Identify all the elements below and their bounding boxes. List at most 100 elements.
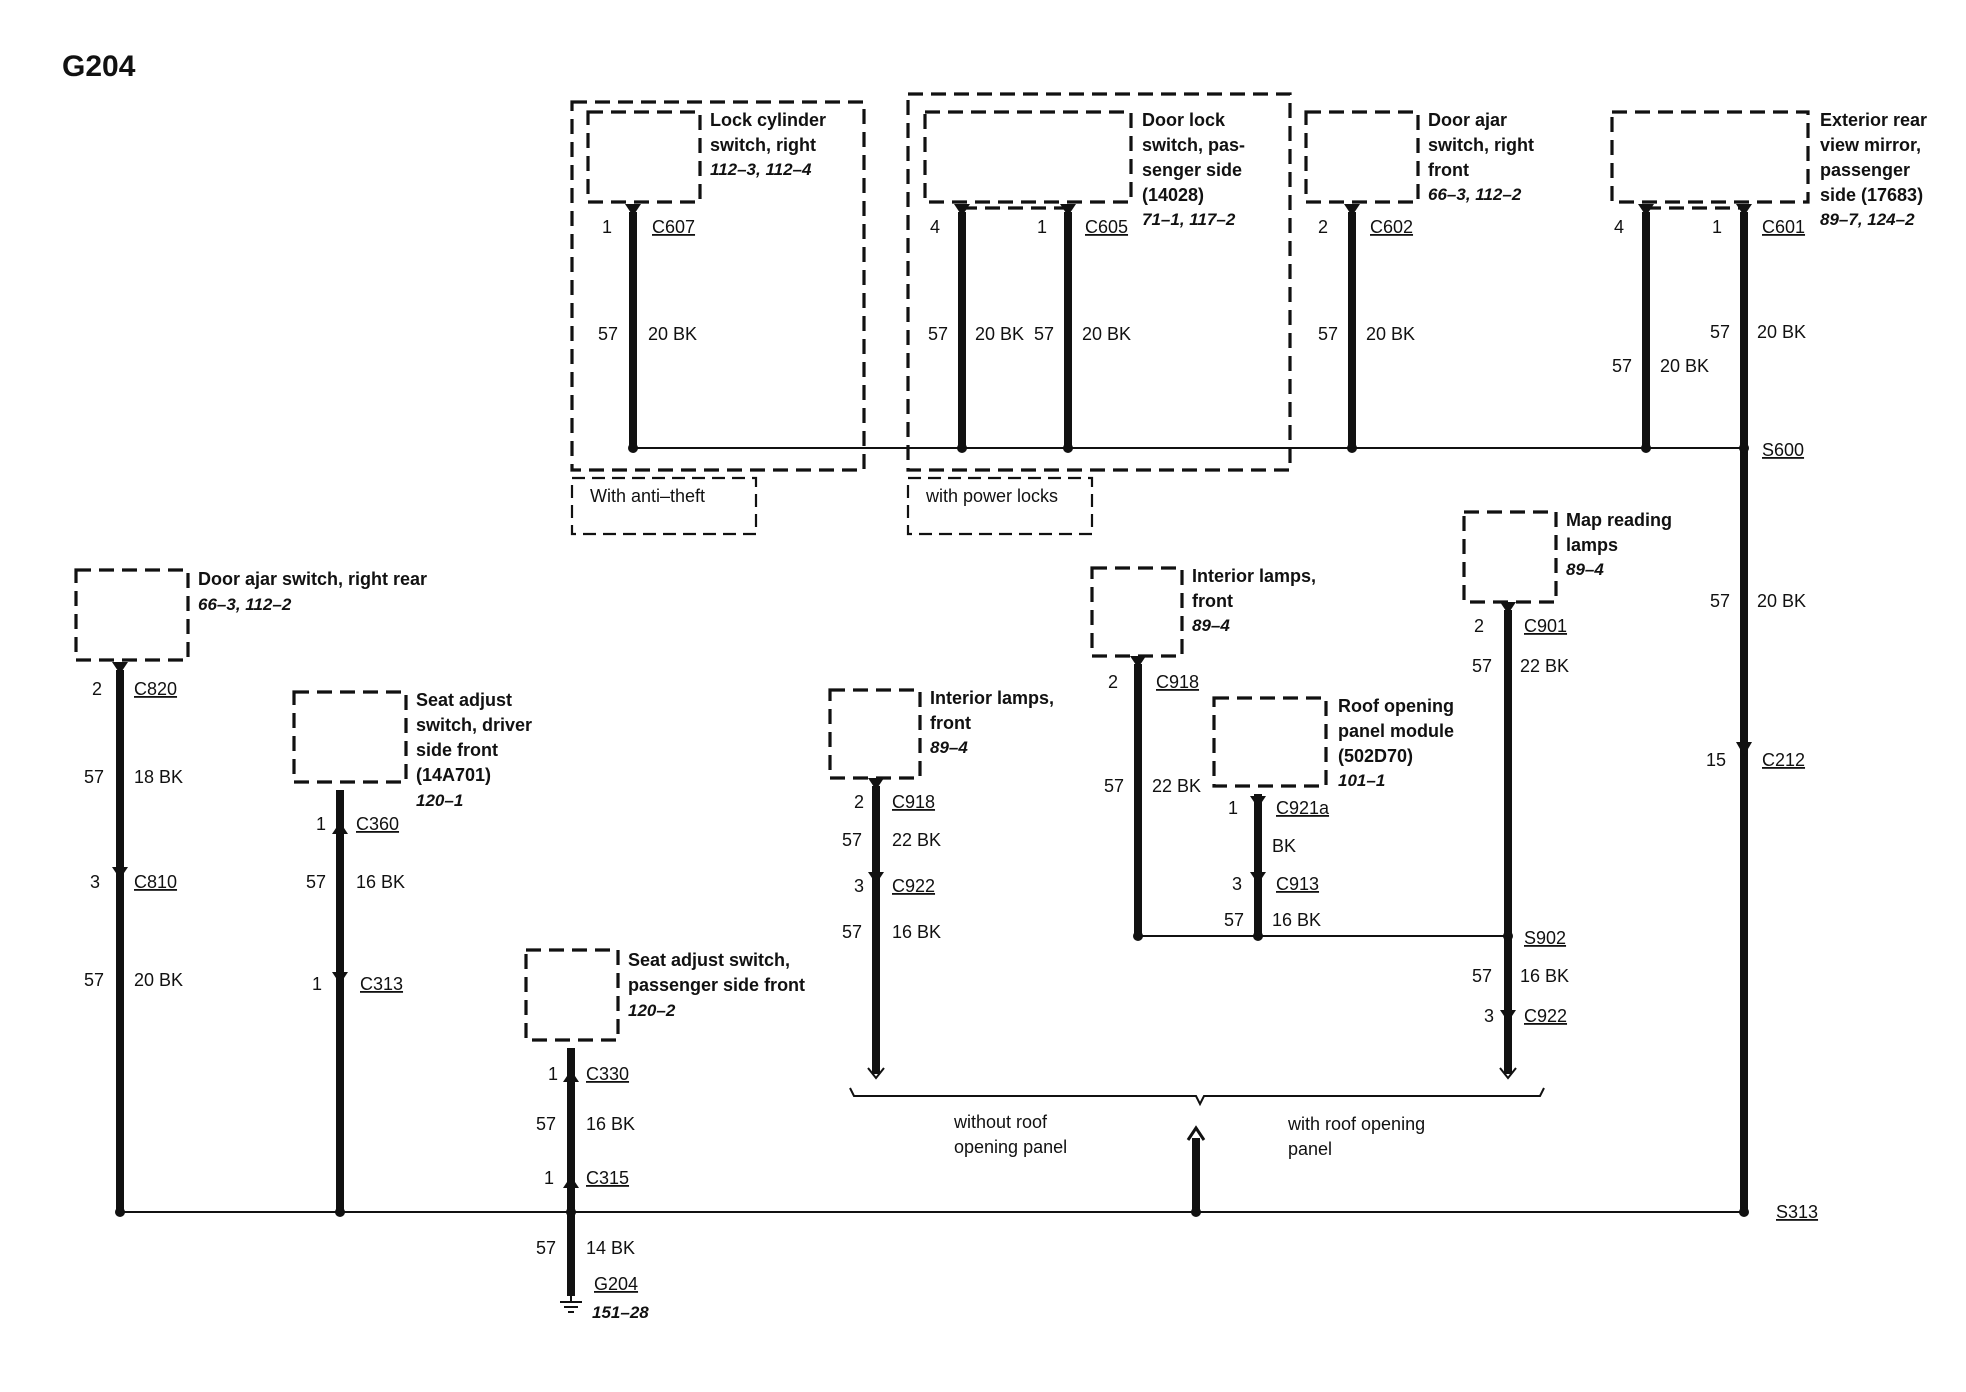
junction-dot xyxy=(115,1207,125,1217)
circuit-w18-gauge: 22 BK xyxy=(1520,656,1569,676)
arrow-c601-b xyxy=(1736,204,1752,216)
door-ajar-rf-box xyxy=(1304,110,1420,204)
seat-passenger-box xyxy=(524,948,620,1042)
pin-c601-a: 4 xyxy=(1614,217,1624,237)
junction-dot xyxy=(1191,1207,1201,1217)
roof-module-label-1: Roof opening xyxy=(1338,696,1454,716)
arrow-c921a xyxy=(1250,796,1266,808)
arrow-c913 xyxy=(1250,872,1266,884)
circuit-w14-num: 57 xyxy=(842,922,862,942)
circuit-w7-gauge: 20 BK xyxy=(1757,591,1806,611)
ext-mirror-box xyxy=(1610,110,1810,204)
circuit-w17-gauge: 16 BK xyxy=(1272,910,1321,930)
junction-dot xyxy=(1641,443,1651,453)
connector-c360: C360 xyxy=(356,814,399,834)
interior-lamps-2-label-2: front xyxy=(1192,591,1233,611)
arrow-c601-a xyxy=(1638,204,1654,216)
circuit-w3-gauge: 20 BK xyxy=(1082,324,1131,344)
lock-cylinder-switch-box xyxy=(586,110,702,204)
connector-c605: C605 xyxy=(1085,217,1128,237)
wire-end-mark xyxy=(867,1067,885,1080)
connector-c607: C607 xyxy=(652,217,695,237)
seat-passenger-label-1: Seat adjust switch, xyxy=(628,950,790,970)
door-lock-label-4: (14028) xyxy=(1142,185,1204,205)
arrow-c922a xyxy=(868,872,884,884)
circuit-w10-gauge: 16 BK xyxy=(356,872,405,892)
pin-c913: 3 xyxy=(1232,874,1242,894)
circuit-w4-num: 57 xyxy=(1318,324,1338,344)
seat-driver-label-1: Seat adjust xyxy=(416,690,512,710)
connector-c922b: C922 xyxy=(1524,1006,1567,1026)
door-ajar-rf-label-1: Door ajar xyxy=(1428,110,1507,130)
pin-c820: 2 xyxy=(92,679,102,699)
circuit-w18-num: 57 xyxy=(1472,656,1492,676)
circuit-w8-num: 57 xyxy=(84,767,104,787)
seat-passenger-ref: 120–2 xyxy=(628,1001,676,1020)
pin-c315: 1 xyxy=(544,1168,554,1188)
splice-s902: S902 xyxy=(1524,928,1566,948)
junction-dot xyxy=(628,443,638,453)
circuit-w8-gauge: 18 BK xyxy=(134,767,183,787)
roof-module-label-3: (502D70) xyxy=(1338,746,1413,766)
without-roof-label-2: opening panel xyxy=(954,1137,1067,1157)
seat-driver-label-3: side front xyxy=(416,740,498,760)
lock-cylinder-ref: 112–3, 112–4 xyxy=(710,160,812,179)
connector-c602: C602 xyxy=(1370,217,1413,237)
splice-s313: S313 xyxy=(1776,1202,1818,1222)
pin-c901: 2 xyxy=(1474,616,1484,636)
circuit-w9-num: 57 xyxy=(84,970,104,990)
arrow-c605-a xyxy=(954,204,970,216)
roof-module-label-2: panel module xyxy=(1338,721,1454,741)
circuit-w1-gauge: 20 BK xyxy=(648,324,697,344)
arrow-c820 xyxy=(112,662,128,674)
junction-dot xyxy=(1347,443,1357,453)
junction-dot xyxy=(1739,1207,1749,1217)
door-lock-switch-box xyxy=(923,110,1133,204)
junction-dot xyxy=(957,443,967,453)
circuit-w16-gauge: BK xyxy=(1272,836,1296,856)
connector-c330: C330 xyxy=(586,1064,629,1084)
anti-theft-label: With anti–theft xyxy=(590,486,705,506)
junction-dot xyxy=(1133,931,1143,941)
circuit-w2-gauge: 20 BK xyxy=(975,324,1024,344)
junction-dot xyxy=(335,1207,345,1217)
arrow-c901 xyxy=(1500,602,1516,614)
ext-mirror-label-3: passenger xyxy=(1820,160,1910,180)
wire-end-mark xyxy=(1499,1067,1517,1080)
circuit-w7-num: 57 xyxy=(1710,591,1730,611)
ext-mirror-label-2: view mirror, xyxy=(1820,135,1921,155)
pin-c212: 15 xyxy=(1706,750,1726,770)
door-lock-ref: 71–1, 117–2 xyxy=(1142,210,1236,229)
interior-lamps-2-label-1: Interior lamps, xyxy=(1192,566,1316,586)
ground-g204: G204 xyxy=(594,1274,638,1294)
map-lamps-box xyxy=(1462,510,1558,604)
circuit-w10-num: 57 xyxy=(306,872,326,892)
circuit-w12-num: 57 xyxy=(536,1238,556,1258)
circuit-w6-gauge: 20 BK xyxy=(1660,356,1709,376)
arrow-c918b xyxy=(1130,656,1146,668)
connector-c601: C601 xyxy=(1762,217,1805,237)
pin-c360: 1 xyxy=(316,814,326,834)
junction-dot xyxy=(1503,931,1513,941)
arrow-c607 xyxy=(625,204,641,216)
connector-c922a: C922 xyxy=(892,876,935,896)
interior-lamps-1-box xyxy=(828,688,922,780)
circuit-w11-gauge: 16 BK xyxy=(586,1114,635,1134)
circuit-w1-num: 57 xyxy=(598,324,618,344)
arrow-c602 xyxy=(1344,204,1360,216)
ground-ref: 151–28 xyxy=(592,1303,649,1322)
circuit-w12-gauge: 14 BK xyxy=(586,1238,635,1258)
junction-dot xyxy=(1739,443,1749,453)
arrow-c605-b xyxy=(1060,204,1076,216)
without-roof-label-1: without roof xyxy=(953,1112,1048,1132)
circuit-w17-num: 57 xyxy=(1224,910,1244,930)
with-roof-label-2: panel xyxy=(1288,1139,1332,1159)
pin-c605-a: 4 xyxy=(930,217,940,237)
junction-dot xyxy=(566,1207,576,1217)
roof-module-box xyxy=(1212,696,1328,788)
ext-mirror-ref: 89–7, 124–2 xyxy=(1820,210,1915,229)
interior-lamps-2-box xyxy=(1090,566,1184,658)
junction-dot xyxy=(1063,443,1073,453)
connector-c921a: C921a xyxy=(1276,798,1330,818)
ext-mirror-label-4: side (17683) xyxy=(1820,185,1923,205)
